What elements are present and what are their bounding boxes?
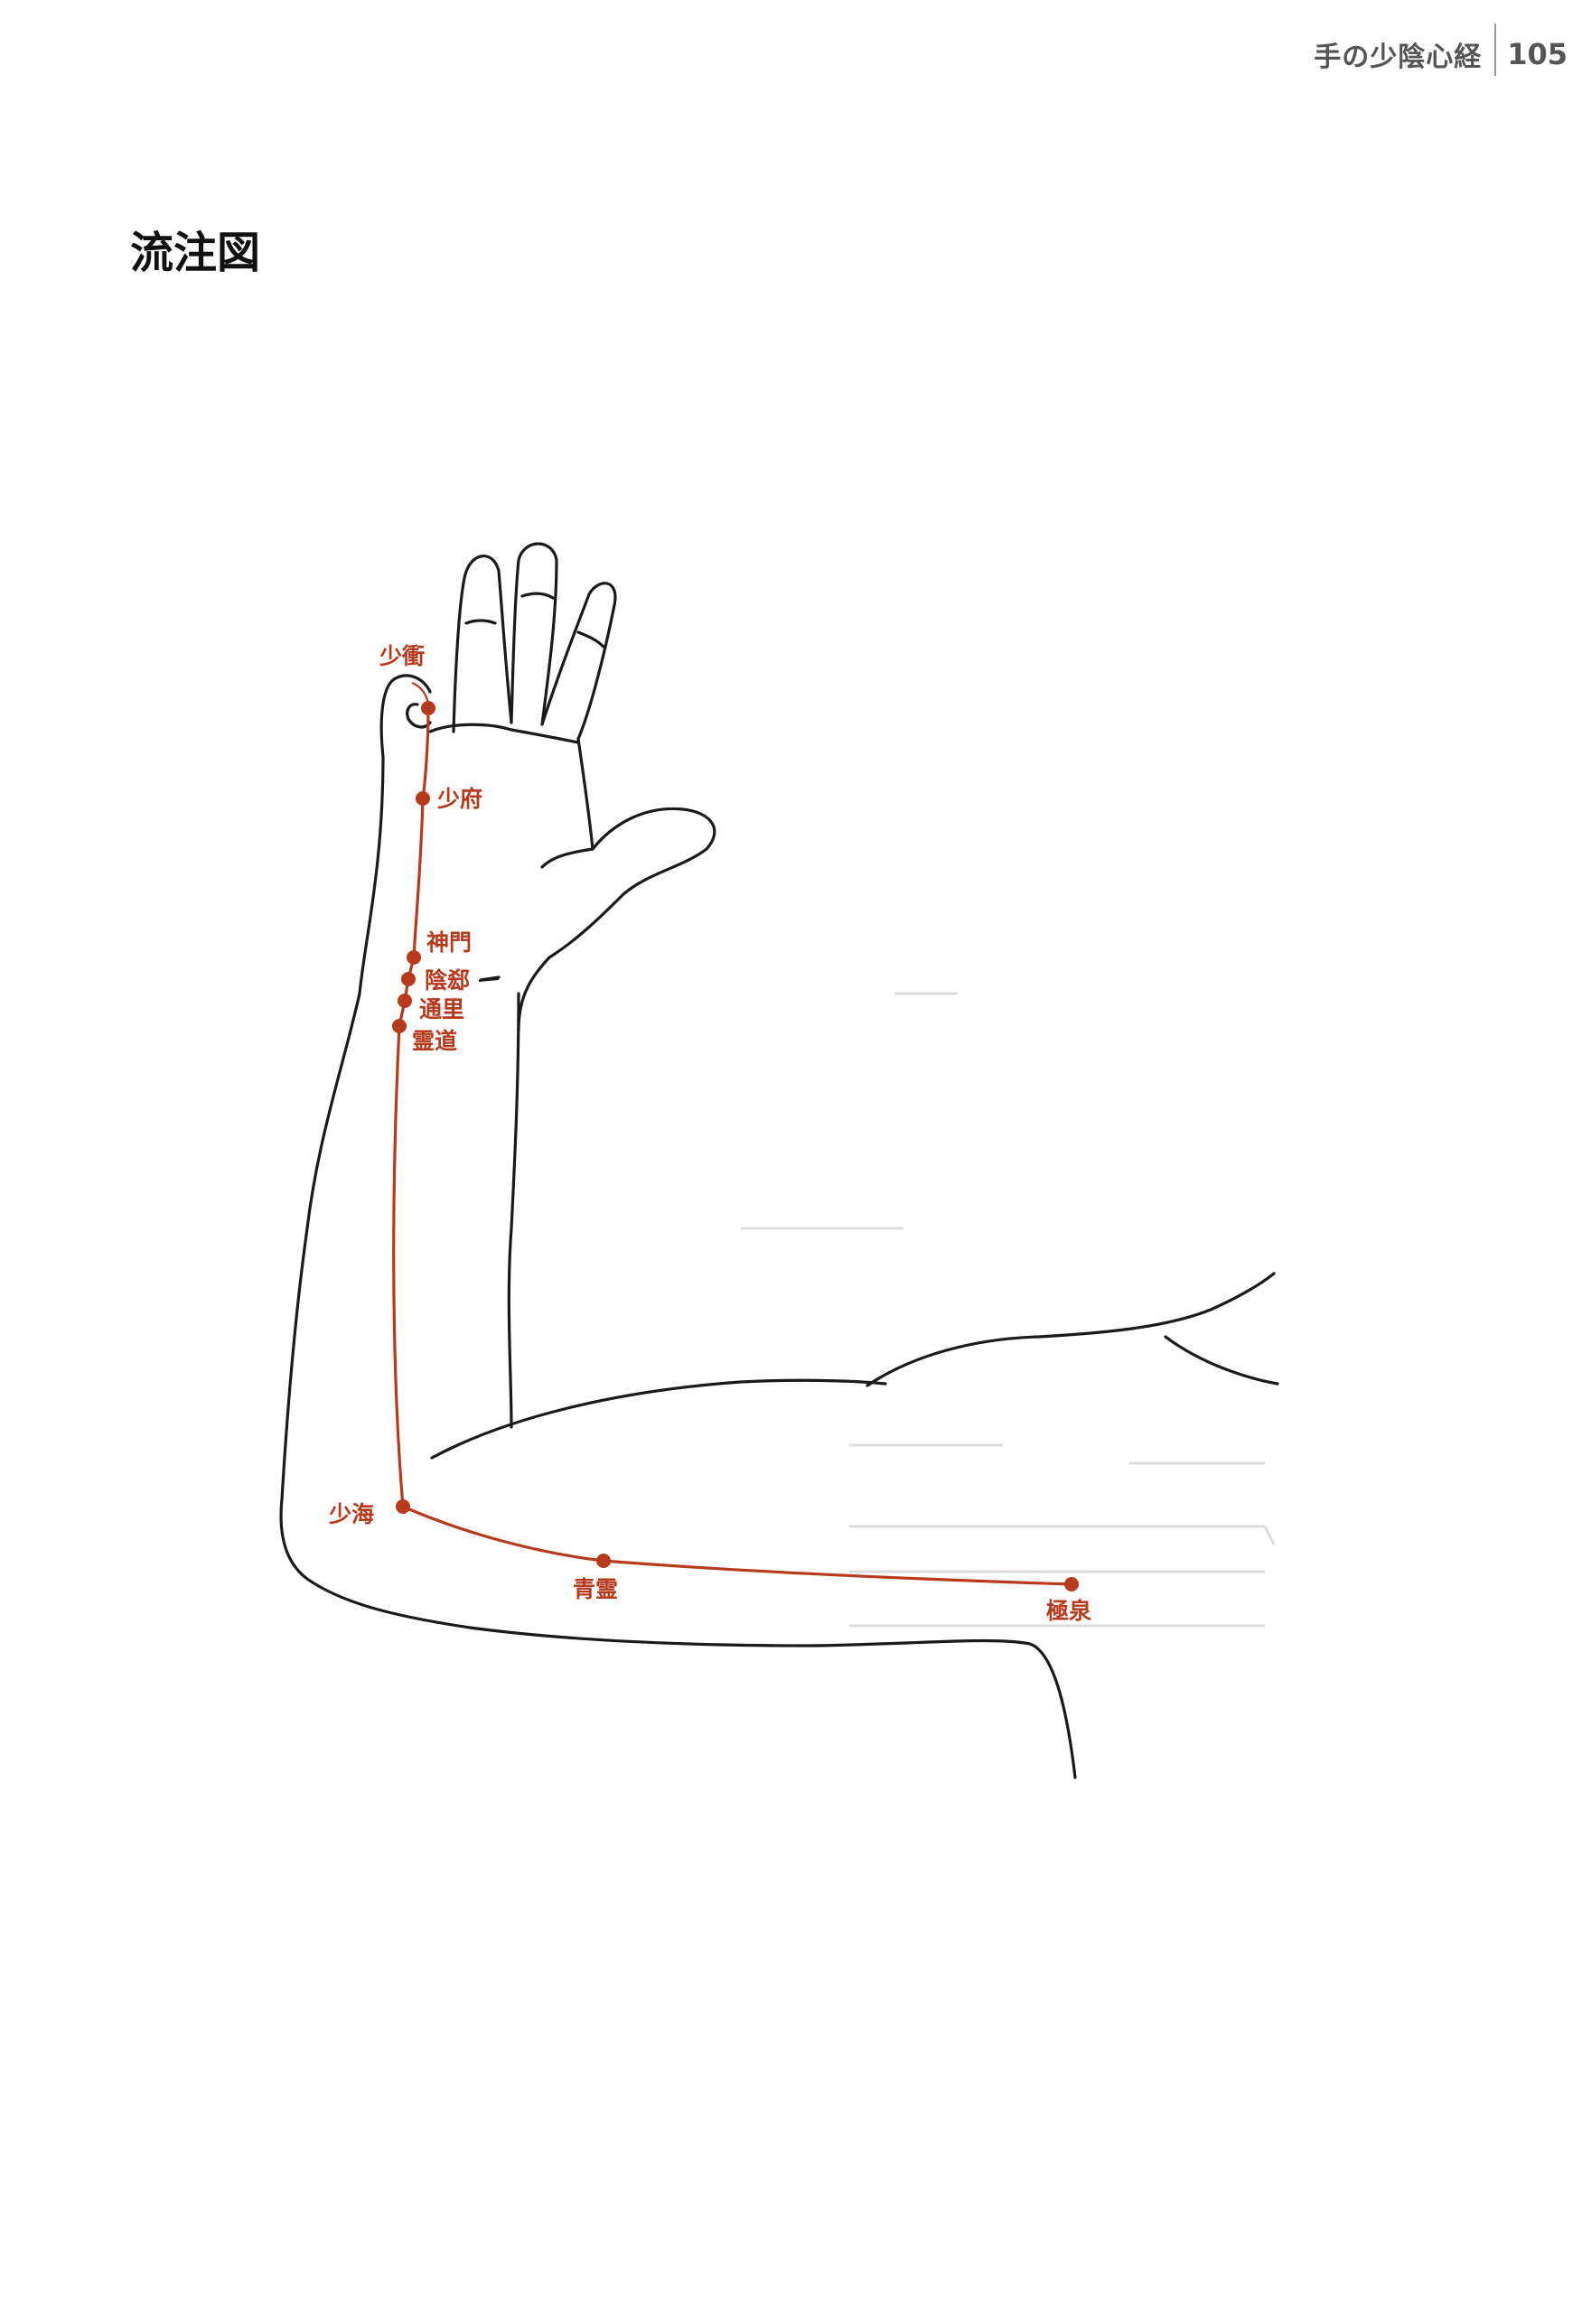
shoulder xyxy=(866,1272,1276,1387)
ring-finger-crease xyxy=(464,619,497,625)
chest-contour xyxy=(1164,1335,1279,1386)
label-shenmen: 神門 xyxy=(426,929,472,956)
acupoint-shaosho xyxy=(421,701,435,715)
ring-finger xyxy=(452,555,513,733)
acupoint-tongli xyxy=(398,994,412,1008)
arm-outline xyxy=(279,542,1279,1779)
show-through-marks xyxy=(741,992,1276,1628)
arm-outer-contour xyxy=(279,755,1077,1779)
little-finger-nail xyxy=(406,703,432,729)
thumb-crease xyxy=(540,847,594,869)
label-shaofu: 少府 xyxy=(436,786,482,812)
page-header: 手の少陰心経 105 xyxy=(1314,23,1568,76)
index-finger xyxy=(540,582,617,741)
wrist-tick xyxy=(479,975,501,982)
biceps xyxy=(430,1378,887,1460)
middle-finger-crease xyxy=(520,592,555,600)
chapter-title: 手の少陰心経 xyxy=(1314,42,1483,73)
middle-finger xyxy=(510,542,558,726)
label-qingling: 青霊 xyxy=(573,1576,618,1602)
acupoint-shenmen xyxy=(407,950,421,965)
meridian-line xyxy=(392,707,1072,1586)
acupoint-lingdao xyxy=(392,1019,407,1033)
acupoint-jiquan xyxy=(1064,1577,1079,1591)
acupoint-yinxi xyxy=(401,972,416,986)
index-finger-crease xyxy=(576,630,605,649)
acupoint-qingling xyxy=(596,1554,611,1568)
acupoint-dots xyxy=(392,701,1079,1591)
label-jiquan: 極泉 xyxy=(1046,1598,1091,1624)
acupoint-shaofu xyxy=(416,791,430,806)
yinxi-tick xyxy=(478,978,500,982)
label-yinxi: 陰郄 xyxy=(425,967,470,994)
label-lingdao: 霊道 xyxy=(412,1028,457,1054)
page-number: 105 xyxy=(1507,37,1568,71)
little-finger xyxy=(379,674,432,759)
inner-forearm xyxy=(507,992,520,1429)
palm-right-side xyxy=(517,737,716,1031)
header-divider xyxy=(1494,23,1497,76)
palm-top xyxy=(428,723,580,744)
label-tongli: 通里 xyxy=(419,996,464,1022)
acupoint-labels: 少衝 少府 神門 陰郄 通里 霊道 少海 青霊 極泉 xyxy=(328,643,1091,1624)
label-shaosho: 少衝 xyxy=(379,643,425,669)
label-shaohai: 少海 xyxy=(328,1501,374,1527)
acupoint-shaohai xyxy=(396,1499,410,1514)
page-title: 流注図 xyxy=(130,228,261,278)
